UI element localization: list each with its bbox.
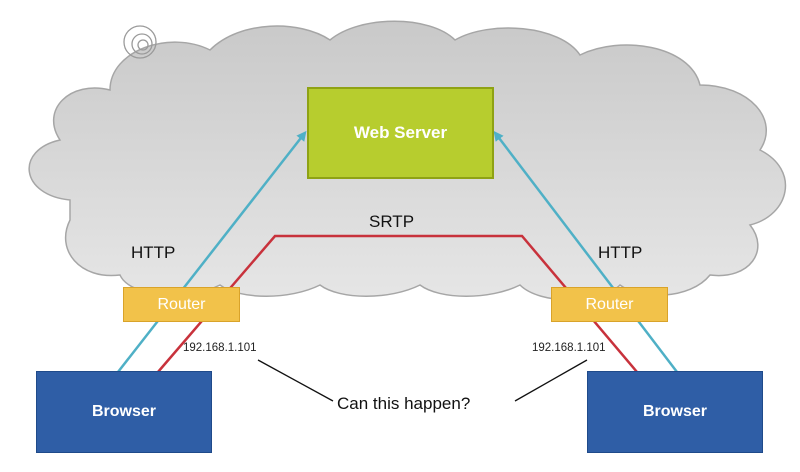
browser-left-node: Browser bbox=[36, 371, 212, 453]
http-label-right: HTTP bbox=[598, 243, 643, 262]
http-line-left bbox=[117, 130, 307, 373]
ip-label-right: 192.168.1.101 bbox=[532, 342, 606, 354]
http-line-right bbox=[493, 130, 678, 373]
srtp-label: SRTP bbox=[369, 212, 415, 231]
question-connector-right bbox=[514, 359, 588, 402]
spiral-logo-icon bbox=[123, 25, 157, 59]
question-label: Can this happen? bbox=[337, 394, 471, 413]
web-server-label: Web Server bbox=[353, 123, 448, 142]
router-left-node: Router bbox=[123, 287, 240, 322]
router-right-label: Router bbox=[585, 295, 634, 313]
ip-label-left: 192.168.1.101 bbox=[183, 342, 257, 354]
router-left-label: Router bbox=[157, 295, 206, 313]
browser-right-label: Browser bbox=[642, 403, 708, 420]
http-label-left: HTTP bbox=[131, 243, 176, 262]
web-server-node: Web Server bbox=[307, 87, 494, 179]
router-right-node: Router bbox=[551, 287, 668, 322]
browser-left-label: Browser bbox=[91, 403, 157, 420]
question-connector-left bbox=[257, 359, 334, 402]
browser-right-node: Browser bbox=[587, 371, 763, 453]
